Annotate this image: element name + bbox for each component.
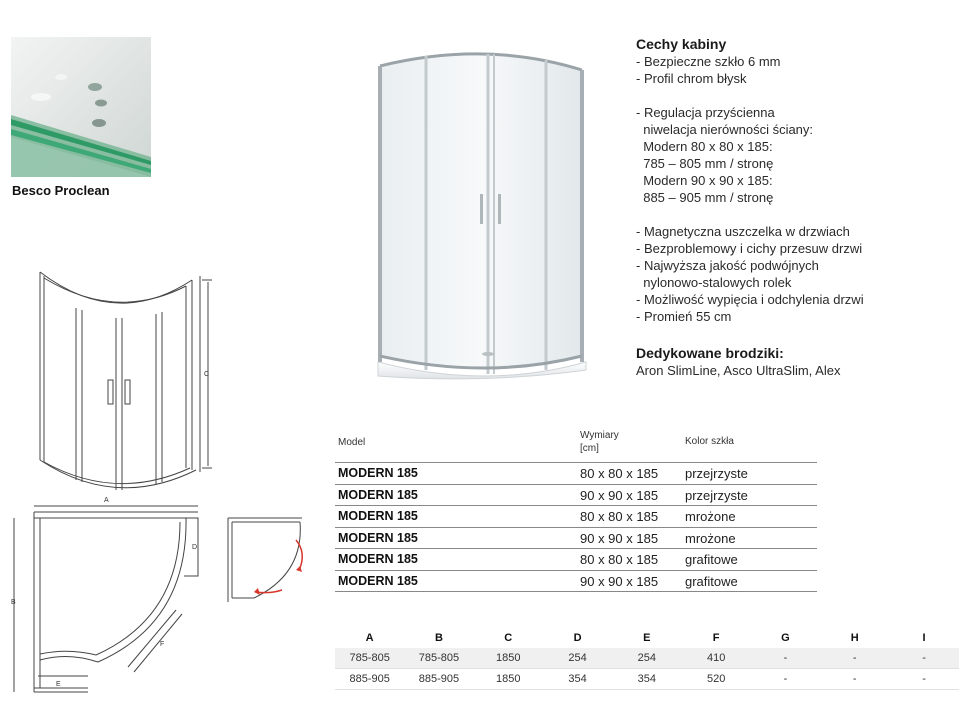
table-cell: 1850 — [496, 673, 521, 685]
table-cell: 410 — [706, 652, 726, 664]
model-table: Model Wymiary [cm] Kolor szkła MODERN 18… — [335, 428, 817, 592]
feature-line: - Bezpieczne szkło 6 mm — [636, 54, 781, 69]
table-row: MODERN 185 80 x 80 x 185 grafitowe — [335, 548, 817, 570]
feature-line: - Magnetyczna uszczelka w drzwiach — [636, 224, 850, 239]
features-list: Cechy kabiny - Bezpieczne szkło 6 mm - P… — [636, 36, 966, 325]
header-color: Kolor szkła — [685, 436, 734, 447]
header-cell: H — [850, 632, 859, 644]
header-cell: G — [781, 632, 790, 644]
cabin-plan-drawing: A B D E F — [11, 497, 199, 693]
table-cell: 254 — [637, 652, 657, 664]
feature-line: Modern 80 x 80 x 185: — [636, 139, 773, 154]
feature-line: - Bezproblemowy i cichy przesuw drzwi — [636, 241, 863, 256]
door-swing-drawing — [227, 517, 303, 602]
row-dims: 80 x 80 x 185 — [580, 552, 659, 567]
table-row: MODERN 185 80 x 80 x 185 mrożone — [335, 505, 817, 527]
features-group-3: - Magnetyczna uszczelka w drzwiach - Bez… — [636, 223, 966, 325]
row-dims: 80 x 80 x 185 — [580, 509, 659, 524]
header-cell: C — [504, 632, 513, 644]
row-color: grafitowe — [685, 552, 738, 567]
table-row: 785-805 785-805 1850 254 254 410 - - - — [335, 648, 959, 669]
table-cell: - — [783, 652, 788, 664]
row-color: przejrzyste — [685, 466, 748, 481]
feature-line: - Promień 55 cm — [636, 309, 732, 324]
cabin-line-drawing: C — [39, 271, 212, 490]
row-color: grafitowe — [685, 573, 738, 589]
row-dims: 90 x 90 x 185 — [580, 573, 659, 589]
row-model: MODERN 185 — [338, 509, 418, 523]
table-cell: 354 — [568, 673, 587, 685]
row-model: MODERN 185 — [338, 487, 418, 502]
table-row: MODERN 185 90 x 90 x 185 mrożone — [335, 526, 817, 549]
dimension-label-e: E — [56, 681, 61, 688]
row-color: przejrzyste — [685, 487, 748, 503]
table-cell: - — [922, 673, 926, 685]
feature-line: Modern 90 x 90 x 185: — [636, 173, 773, 188]
features-group-2: - Regulacja przyścienna niwelacja nierów… — [636, 104, 966, 206]
table-cell: - — [922, 652, 926, 664]
row-color: mrożone — [685, 509, 736, 524]
features-title: Cechy kabiny — [636, 36, 727, 52]
feature-line: 785 – 805 mm / stronę — [636, 156, 774, 171]
header-model: Model — [338, 437, 366, 448]
row-model: MODERN 185 — [338, 552, 418, 566]
table-cell: 354 — [637, 673, 657, 685]
table-row: MODERN 185 80 x 80 x 185 przejrzyste — [335, 462, 817, 484]
table-cell: 1850 — [496, 652, 521, 664]
feature-line: - Regulacja przyścienna — [636, 105, 775, 120]
table-cell: 254 — [568, 652, 587, 664]
feature-line: niwelacja nierówności ściany: — [636, 122, 814, 137]
dimension-label-b: B — [11, 599, 16, 606]
table-cell: 885-905 — [418, 673, 460, 685]
dimensions-table: A B C D E F G H I 785-805 785-805 1850 2… — [335, 628, 959, 690]
table-cell: 885-905 — [349, 673, 390, 685]
table-cell: 520 — [706, 673, 726, 685]
table-cell: - — [783, 673, 788, 685]
feature-line: - Najwyższa jakość podwójnych — [636, 258, 819, 273]
row-dims: 90 x 90 x 185 — [580, 487, 659, 503]
dimension-label-d: D — [192, 544, 197, 551]
header-cell: I — [922, 632, 926, 644]
feature-line: nylonowo-stalowych rolek — [636, 275, 792, 290]
trays-title: Dedykowane brodziki: — [636, 345, 784, 361]
dimension-label-a: A — [104, 497, 109, 504]
row-model: MODERN 185 — [338, 466, 418, 480]
table-row: MODERN 185 90 x 90 x 185 grafitowe — [335, 569, 817, 592]
row-dims: 80 x 80 x 185 — [580, 466, 659, 481]
feature-line: - Możliwość wypięcia i odchylenia drzwi — [636, 292, 864, 307]
header-cell: E — [643, 632, 651, 644]
table-cell: 785-805 — [418, 652, 460, 664]
model-table-header: Model Wymiary [cm] Kolor szkła — [335, 428, 817, 462]
header-cell: A — [365, 632, 374, 644]
table-row: MODERN 185 90 x 90 x 185 przejrzyste — [335, 483, 817, 506]
header-cell: F — [712, 632, 720, 644]
dimension-label-c: C — [204, 371, 209, 378]
proclean-label: Besco Proclean — [12, 183, 110, 198]
proclean-glass-photo — [11, 37, 151, 177]
row-model: MODERN 185 — [338, 573, 418, 588]
table-cell: - — [852, 652, 857, 664]
header-cell: B — [434, 632, 443, 644]
feature-line: - Profil chrom błysk — [636, 71, 747, 86]
trays-text: Aron SlimLine, Asco UltraSlim, Alex — [636, 363, 841, 378]
table-cell: - — [852, 673, 857, 685]
features-group-1: - Bezpieczne szkło 6 mm - Profil chrom b… — [636, 53, 966, 87]
header-dims-unit: [cm] — [580, 443, 599, 454]
row-color: mrożone — [685, 530, 736, 546]
row-dims: 90 x 90 x 185 — [580, 530, 659, 546]
cabin-product-photo — [377, 52, 587, 380]
dimension-label-f: F — [160, 641, 164, 648]
feature-line: 885 – 905 mm / stronę — [636, 190, 774, 205]
header-cell: D — [573, 632, 582, 644]
header-dims: Wymiary — [580, 430, 619, 441]
dimensions-table-header: A B C D E F G H I — [335, 628, 959, 648]
table-row: 885-905 885-905 1850 354 354 520 - - - — [335, 669, 959, 690]
row-model: MODERN 185 — [338, 530, 418, 545]
table-cell: 785-805 — [349, 652, 390, 664]
